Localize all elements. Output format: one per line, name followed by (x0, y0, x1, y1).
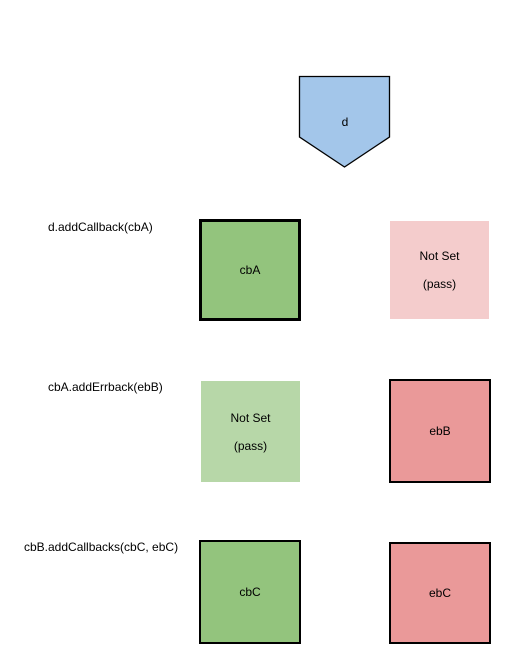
row1-errback-line2: (pass) (422, 277, 457, 291)
row3-errback-label: ebC (428, 586, 451, 600)
row3-code-label: cbB.addCallbacks(cbC, ebC) (24, 540, 179, 554)
row2-errback-node[interactable]: ebB (389, 379, 491, 483)
row1-errback-line1: Not Set (419, 249, 460, 263)
row3-callback-node[interactable]: cbC (199, 540, 301, 644)
row3-callback-label: cbC (239, 585, 261, 599)
row2-callback-node[interactable]: Not Set (pass) (201, 381, 300, 482)
row2-errback-label: ebB (429, 424, 451, 438)
row3-errback-node[interactable]: ebC (389, 542, 491, 644)
deferred-node-label: d (341, 115, 349, 129)
deferred-node-shape[interactable] (298, 75, 391, 168)
row2-callback-line1: Not Set (230, 410, 271, 425)
row1-callback-node[interactable]: cbA (199, 219, 301, 321)
row1-errback-node[interactable]: Not Set (pass) (390, 221, 489, 319)
row2-callback-line2: (pass) (233, 438, 268, 453)
row1-code-label: d.addCallback(cbA) (48, 220, 153, 234)
row1-callback-label: cbA (239, 263, 261, 277)
row2-code-label: cbA.addErrback(ebB) (48, 380, 163, 394)
